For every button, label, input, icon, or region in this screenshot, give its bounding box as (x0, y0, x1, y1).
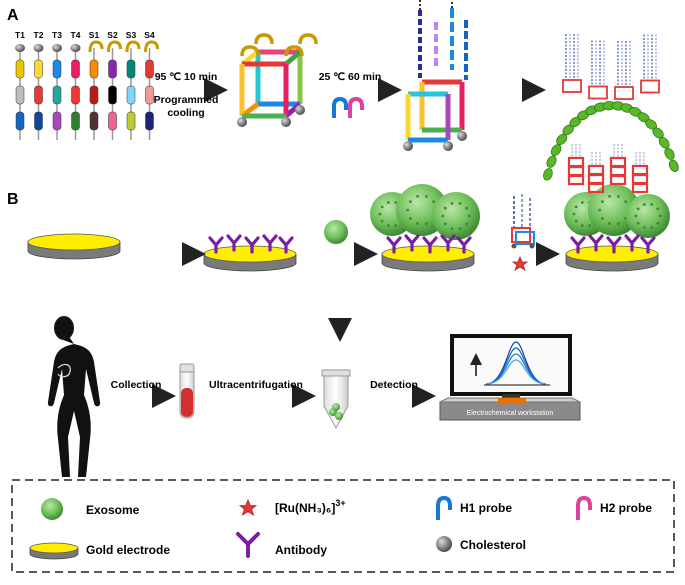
legend-cholesterol: Cholesterol (460, 538, 526, 552)
strand-s1: S1 (88, 30, 104, 140)
panel-label-b: B (7, 191, 19, 208)
strand-label: T4 (71, 30, 81, 40)
legend-antibody-icon (236, 532, 260, 558)
legend-ru-sup: 3+ (335, 498, 345, 508)
ru-complex-marker (511, 255, 529, 271)
step1-line3: cooling (167, 107, 204, 119)
strand-s4: S4 (144, 30, 159, 140)
strand-t2: T2 (33, 30, 44, 140)
strand-t1: T1 (15, 30, 25, 140)
legend-cholesterol-icon (436, 536, 452, 552)
electrodes-group (27, 144, 670, 272)
exosome-free (324, 220, 348, 244)
dna-cube-1 (237, 33, 318, 127)
strand-s3: S3 (125, 30, 141, 140)
strand-label: S1 (89, 30, 100, 40)
legend-antibody: Antibody (275, 543, 327, 557)
step2-label: 25 ℃ 60 min (319, 71, 382, 83)
strand-label: S2 (107, 30, 118, 40)
ultracentrifugation-label: Ultracentrifugation (209, 379, 303, 391)
strand-s2: S2 (107, 30, 122, 140)
electrode-exosome (370, 184, 480, 272)
strand-t3: T3 (52, 30, 62, 140)
legend-gold-electrode: Gold electrode (86, 543, 170, 557)
strand-label: T3 (52, 30, 62, 40)
dna-strands-group: T1 T2 T3 T4 S1 S2 S3 S4 (15, 30, 159, 140)
human-silhouette (47, 316, 101, 477)
strand-label: S4 (144, 30, 155, 40)
organ-outline (57, 363, 71, 378)
legend-h2-icon (576, 495, 592, 520)
legend-box (11, 479, 675, 573)
electrode-bare (27, 233, 121, 260)
legend-h1: H1 probe (460, 501, 512, 515)
collection-label: Collection (111, 379, 162, 391)
step1-line1: 95 ℃ 10 min (155, 71, 218, 83)
legend-exosome-icon (41, 498, 63, 520)
panel-label-a: A (7, 7, 19, 24)
electrode-antibody (203, 234, 297, 272)
hairpin-probes-icon (332, 96, 364, 118)
legend-ru-icon (238, 498, 258, 516)
legend-h2: H2 probe (600, 501, 652, 515)
electrode-signal (564, 144, 670, 272)
legend-gold-electrode-icon (29, 542, 79, 560)
step1-line2: Programmed (154, 94, 219, 106)
electrochemical-workstation (439, 334, 581, 421)
dna-cube-2-with-probes (403, 0, 468, 151)
legend-h1-icon (436, 495, 452, 520)
detection-label: Detection (370, 379, 418, 391)
probe-structure-small (511, 194, 535, 249)
strand-t4: T4 (70, 30, 81, 140)
blood-tube (179, 363, 195, 419)
workstation-label: Electrochemical workstation (467, 410, 554, 417)
strand-label: S3 (126, 30, 137, 40)
strand-label: T2 (34, 30, 44, 40)
legend-ru: [Ru(NH₃)₆]3+ (275, 498, 346, 515)
centrifuge-tube (321, 369, 351, 430)
strand-label: T1 (15, 30, 25, 40)
legend-exosome: Exosome (86, 503, 140, 517)
membrane-with-probes (543, 34, 679, 181)
legend-ru-base: [Ru(NH₃)₆] (275, 501, 335, 515)
